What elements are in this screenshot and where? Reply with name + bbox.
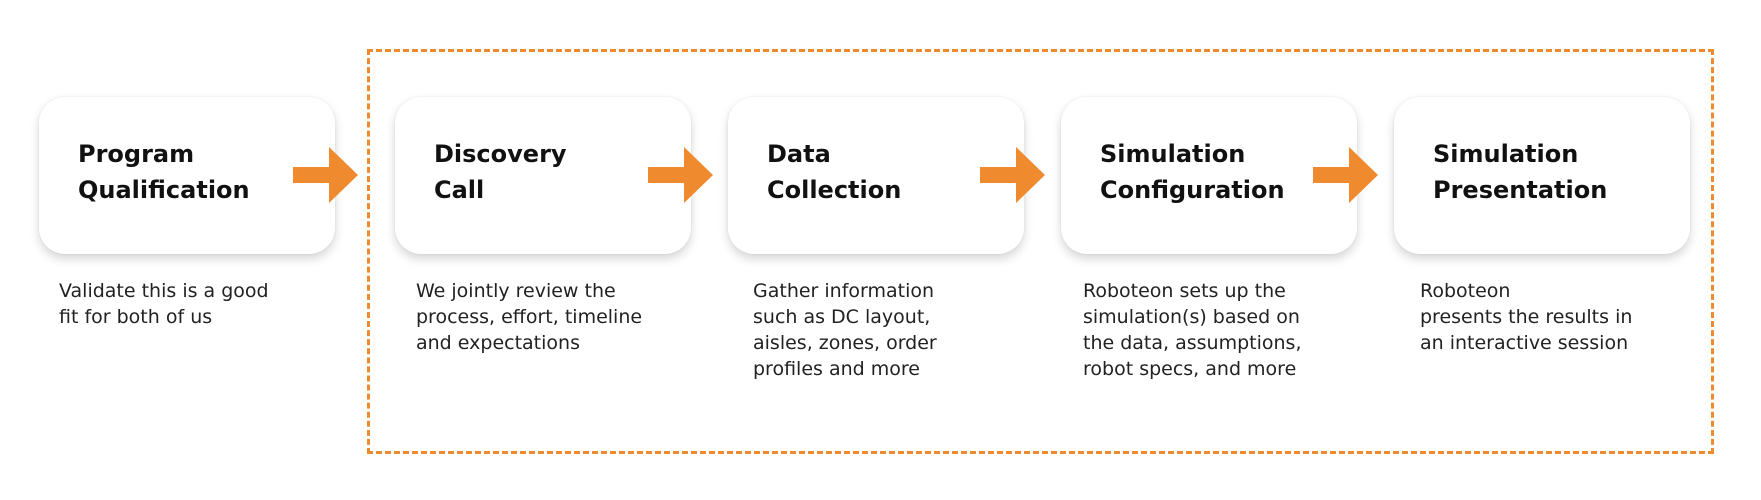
arrow-right-icon <box>648 147 713 203</box>
arrow-right-icon <box>293 147 358 203</box>
step-description: Validate this is a good fit for both of … <box>59 280 269 328</box>
step-description: Roboteon presents the results in an inte… <box>1420 280 1633 354</box>
step-description: We jointly review the process, effort, t… <box>416 280 643 354</box>
step-card-discovery-call: Discovery Call <box>395 97 691 254</box>
step-card-data-collection: Data Collection <box>728 97 1024 254</box>
step-description: Gather information such as DC layout, ai… <box>753 280 937 380</box>
step-card-program-qualification: Program Qualification <box>39 97 335 254</box>
arrow-right-icon <box>980 147 1045 203</box>
arrow-right-icon <box>1313 147 1378 203</box>
step-description: Roboteon sets up the simulation(s) based… <box>1083 280 1302 380</box>
step-title: Discovery Call <box>434 140 567 204</box>
step-card-simulation-configuration: Simulation Configuration <box>1061 97 1357 254</box>
dashed-process-boundary <box>367 49 1714 454</box>
step-title: Data Collection <box>767 140 902 204</box>
step-title: Simulation Configuration <box>1100 140 1285 204</box>
step-title: Simulation Presentation <box>1433 140 1608 204</box>
step-card-simulation-presentation: Simulation Presentation <box>1394 97 1690 254</box>
step-title: Program Qualification <box>78 140 250 204</box>
